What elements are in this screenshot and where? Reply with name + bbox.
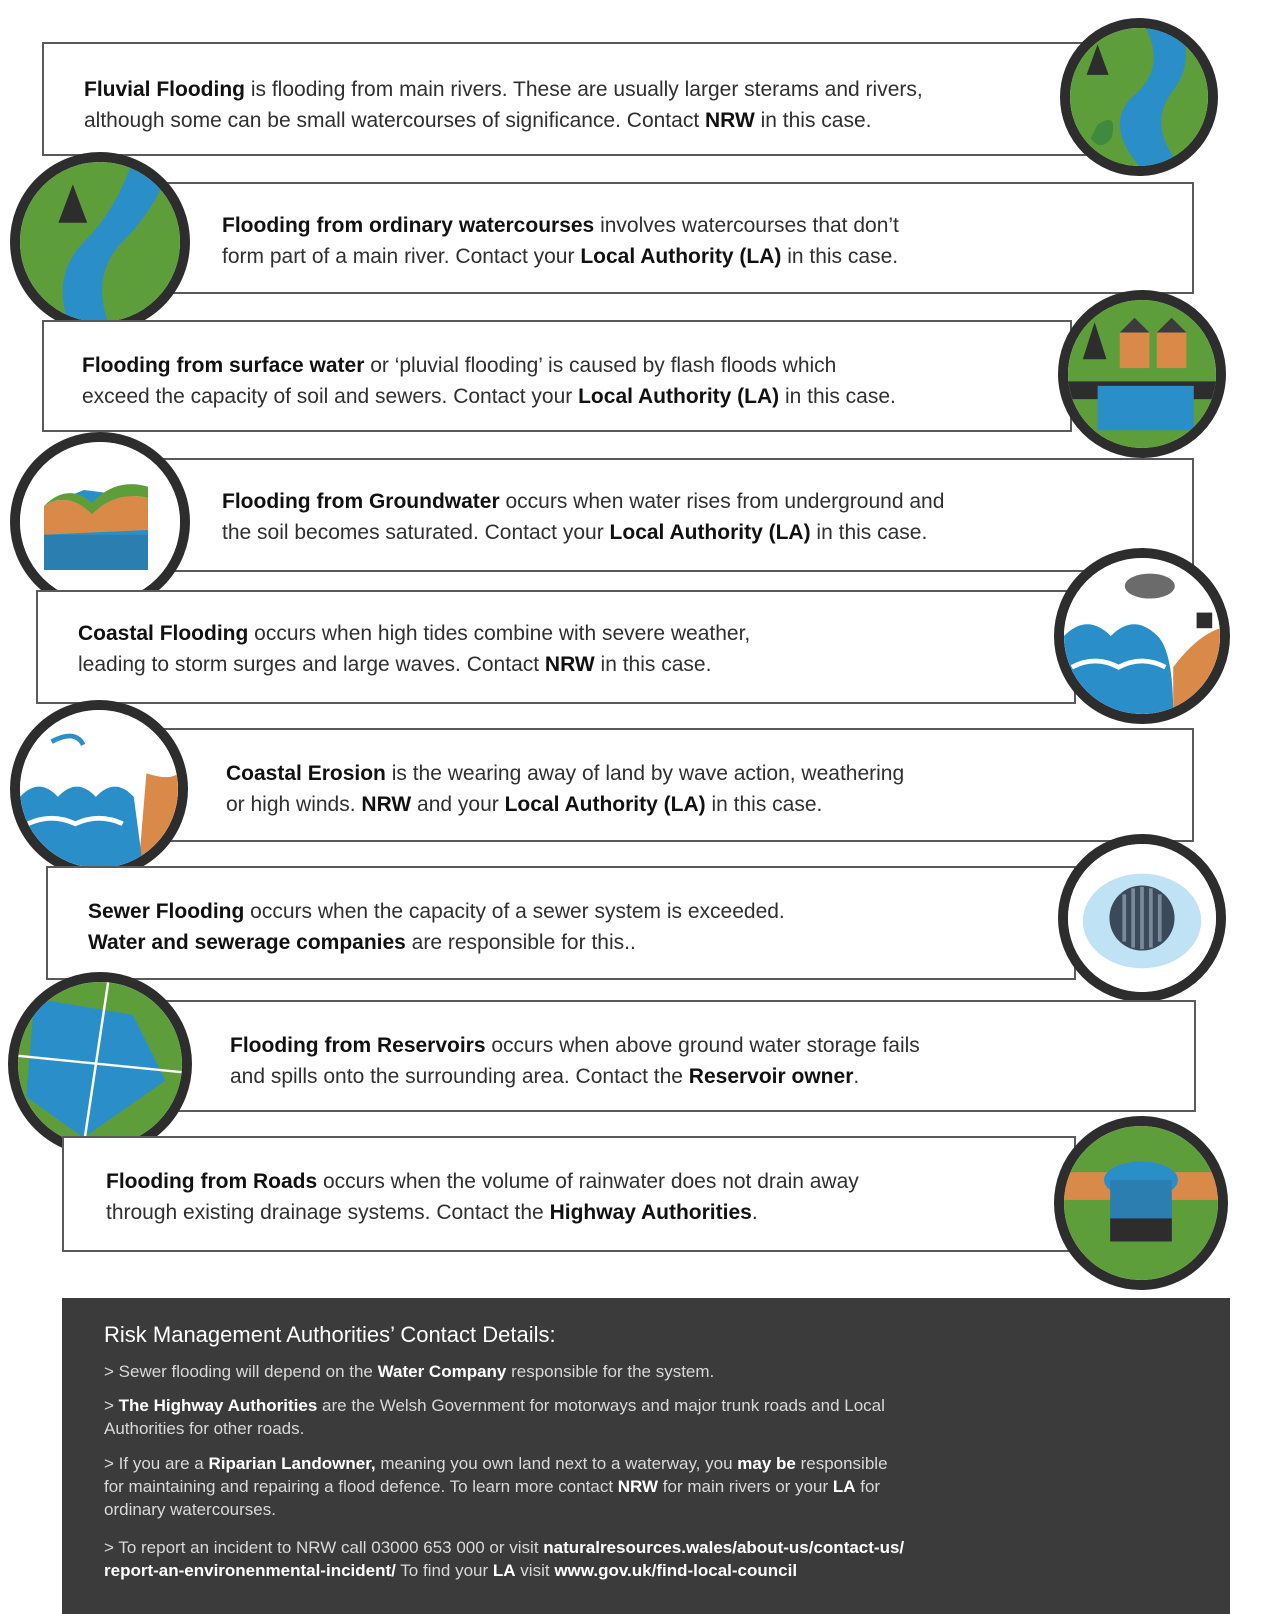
c3d: may be (737, 1454, 796, 1473)
road-drain-icon (1054, 1116, 1228, 1290)
contact-reservoir: Reservoir owner (688, 1065, 854, 1088)
text-coastal-1: occurs when high tides combine with seve… (248, 622, 751, 645)
flooded-houses-icon (1058, 290, 1226, 458)
card-erosion: Coastal Erosion is the wearing away of l… (110, 728, 1194, 842)
text-roads-2: through existing drainage systems. Conta… (106, 1201, 550, 1224)
title-reservoir: Flooding from Reservoirs (230, 1034, 486, 1057)
contact-line-riparian: > If you are a Riparian Landowner, meani… (104, 1452, 1114, 1521)
contact-fluvial: NRW (705, 109, 755, 132)
text-erosion-1: is the wearing away of land by wave acti… (385, 762, 905, 785)
text-erosion-2: or high winds. (226, 793, 362, 816)
card-reservoir: Flooding from Reservoirs occurs when abo… (110, 1000, 1196, 1112)
title-coastal: Coastal Flooding (78, 622, 249, 645)
c3a: > If you are a (104, 1454, 209, 1473)
title-fluvial: Fluvial Flooding (84, 78, 245, 101)
c3h: for main rivers or your (658, 1477, 833, 1496)
contact-groundwater: Local Authority (LA) (609, 521, 811, 544)
c3e: responsible (795, 1454, 888, 1473)
stream-icon (10, 152, 190, 332)
text-fluvial-2: although some can be small watercourses … (84, 109, 705, 132)
contacts-heading-colon: : (549, 1322, 556, 1347)
card-ordinary: Flooding from ordinary watercourses invo… (110, 182, 1194, 294)
contact-details-panel: Risk Management Authorities’ Contact Det… (62, 1298, 1230, 1614)
storm-waves-icon (1054, 548, 1230, 724)
text-groundwater-2: the soil becomes saturated. Contact your (222, 521, 610, 544)
contact-line-report: > To report an incident to NRW call 0300… (104, 1536, 1114, 1582)
text-sewer-1: occurs when the capacity of a sewer syst… (244, 900, 785, 923)
contact-line-highway: > The Highway Authorities are the Welsh … (104, 1394, 1114, 1440)
c3i: LA (832, 1477, 856, 1496)
text-ordinary-1: involves watercourses that don’t (594, 214, 899, 237)
text-groundwater-1: occurs when water rises from underground… (499, 490, 945, 513)
card-coastal: Coastal Flooding occurs when high tides … (36, 590, 1076, 704)
c4d: To find your (395, 1561, 493, 1580)
contact-erosion: NRW (361, 793, 412, 816)
contact-surface: Local Authority (LA) (578, 385, 780, 408)
manhole-icon (1058, 834, 1226, 1002)
tail-surface: in this case. (779, 385, 896, 408)
text-surface-2: exceed the capacity of soil and sewers. … (82, 385, 579, 408)
text-fluvial-1: is flooding from main rivers. These are … (245, 78, 923, 101)
title-sewer: Sewer Flooding (88, 900, 245, 923)
tail-groundwater: in this case. (810, 521, 928, 544)
title-ordinary: Flooding from ordinary watercourses (222, 214, 595, 237)
tail-coastal: in this case. (594, 653, 712, 676)
card-sewer: Sewer Flooding occurs when the capacity … (46, 866, 1076, 980)
mid-erosion: and your (411, 793, 505, 816)
reservoir-icon (8, 972, 192, 1156)
card-surface: Flooding from surface water or ‘pluvial … (42, 320, 1072, 432)
c3f: for maintaining and repairing a flood de… (104, 1477, 618, 1496)
card-fluvial: Fluvial Flooding is flooding from main r… (42, 42, 1122, 156)
card-roads: Flooding from Roads occurs when the volu… (62, 1136, 1076, 1252)
text-coastal-2: leading to storm surges and large waves.… (78, 653, 545, 676)
title-roads: Flooding from Roads (106, 1170, 318, 1193)
c2b: The Highway Authorities (118, 1396, 318, 1415)
c2a: > (104, 1396, 119, 1415)
tail-ordinary: in this case. (781, 245, 899, 268)
c2c: are the Welsh Government for motorways a… (317, 1396, 885, 1415)
c2d: Authorities for other roads. (104, 1419, 305, 1438)
text-ordinary-2: form part of a main river. Contact your (222, 245, 581, 268)
nrw-incident-link[interactable]: naturalresources.wales/about-us/contact-… (543, 1538, 905, 1557)
c3b: Riparian Landowner, (208, 1454, 376, 1473)
contact-roads: Highway Authorities (549, 1201, 752, 1224)
contact2-erosion: Local Authority (LA) (504, 793, 706, 816)
title-surface: Flooding from surface water (82, 354, 365, 377)
contacts-heading: Risk Management Authorities’ Contact Det… (104, 1322, 556, 1348)
erosion-waves-icon (10, 700, 188, 878)
tail-sewer: are responsible for this.. (405, 931, 636, 954)
tail-erosion: in this case. (705, 793, 823, 816)
groundwater-icon (10, 432, 190, 612)
nrw-incident-link-2[interactable]: report-an-environenmental-incident/ (104, 1561, 396, 1580)
c3k: ordinary watercourses. (104, 1500, 276, 1519)
title-erosion: Coastal Erosion (226, 762, 386, 785)
c1a: > Sewer flooding will depend on the (104, 1362, 378, 1381)
c1c: responsible for the system. (506, 1362, 715, 1381)
contact-line-sewer: > Sewer flooding will depend on the Wate… (104, 1360, 1114, 1383)
c3j: for (855, 1477, 881, 1496)
river-icon (1060, 18, 1218, 176)
contact-coastal: NRW (544, 653, 595, 676)
text-roads-1: occurs when the volume of rainwater does… (317, 1170, 859, 1193)
tail-reservoir: . (853, 1065, 860, 1088)
find-council-link[interactable]: www.gov.uk/find-local-council (554, 1561, 798, 1580)
text-reservoir-2: and spills onto the surrounding area. Co… (230, 1065, 689, 1088)
c3g: NRW (617, 1477, 659, 1496)
tail-fluvial: in this case. (754, 109, 872, 132)
text-surface-1: or ‘pluvial flooding’ is caused by flash… (364, 354, 837, 377)
tail-roads: . (751, 1201, 758, 1224)
contacts-heading-text: Risk Management Authorities’ Contact Det… (104, 1322, 550, 1347)
contact-ordinary: Local Authority (LA) (580, 245, 782, 268)
contact-sewer: Water and sewerage companies (88, 931, 406, 954)
c1b: Water Company (377, 1362, 507, 1381)
c3c: meaning you own land next to a waterway,… (375, 1454, 738, 1473)
c4e: LA (492, 1561, 516, 1580)
c4a: > To report an incident to NRW call 0300… (104, 1538, 544, 1557)
card-groundwater: Flooding from Groundwater occurs when wa… (110, 458, 1194, 572)
c4f: visit (515, 1561, 555, 1580)
text-reservoir-1: occurs when above ground water storage f… (485, 1034, 920, 1057)
title-groundwater: Flooding from Groundwater (222, 490, 500, 513)
